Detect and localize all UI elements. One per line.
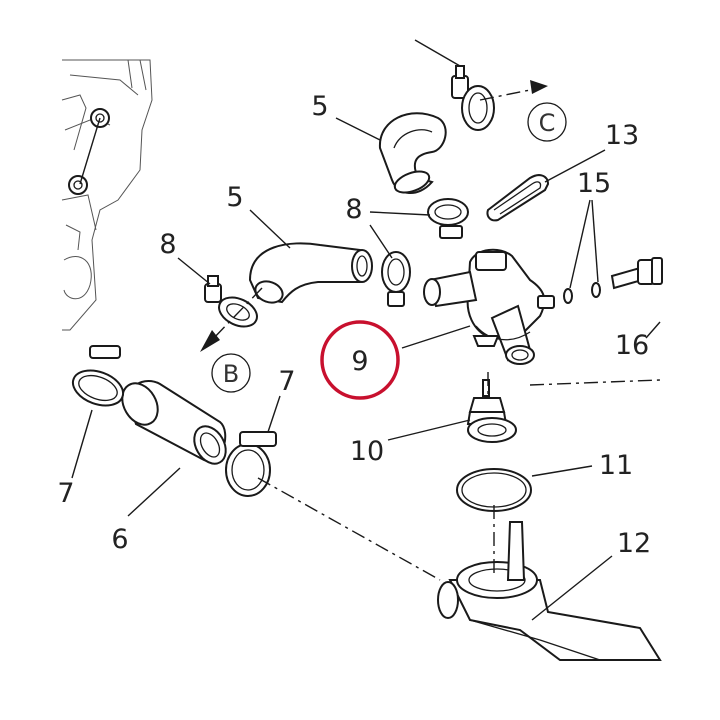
o-rings-part-15: [563, 282, 601, 304]
callout-7-right: 7: [278, 366, 295, 397]
clamp-part-8-mid: [427, 198, 469, 239]
hose-part-6: [121, 380, 227, 465]
callout-15: 15: [577, 168, 611, 199]
callout-labels: 5 5 8 8 7 7 6 9 10 11 12 13 15 16: [57, 91, 651, 559]
connector-c-label: C: [539, 109, 556, 137]
arrowheads: [200, 80, 548, 352]
seal-ring-part-11: [456, 468, 532, 512]
thermostat-part-10: [466, 379, 517, 443]
clamp-part-8-right: [381, 251, 411, 307]
pipe-part-12: [437, 521, 662, 661]
thermostat-housing-part-9: [423, 248, 555, 365]
hose-part-5-left: [248, 242, 373, 304]
callout-5-left: 5: [226, 182, 243, 213]
connector-b-label: B: [223, 360, 239, 388]
assembly-axis-lines: [209, 87, 661, 581]
callout-9: 9: [351, 346, 368, 377]
connector-c: C: [527, 102, 567, 142]
clamp-part-7-left: [71, 345, 125, 407]
hose-part-5-upper: [378, 112, 447, 194]
engine-block-sketch: [61, 59, 153, 331]
leader-lines: [71, 117, 661, 621]
callout-11: 11: [599, 450, 633, 481]
callout-8-left: 8: [159, 229, 176, 260]
callout-5-top: 5: [311, 91, 328, 122]
callout-10: 10: [350, 436, 384, 467]
connector-b: B: [211, 353, 251, 393]
callout-6: 6: [111, 524, 128, 555]
callout-7-left: 7: [57, 478, 74, 509]
highlight-circle: [320, 320, 400, 400]
sensor-part-16: [610, 257, 663, 290]
callout-13: 13: [605, 120, 639, 151]
gasket-part-13: [486, 174, 550, 222]
callout-8-mid: 8: [345, 194, 362, 225]
sensor-part-top: [414, 39, 495, 131]
clamp-part-7-right: [225, 431, 277, 497]
callout-12: 12: [617, 528, 651, 559]
callout-16: 16: [615, 330, 649, 361]
